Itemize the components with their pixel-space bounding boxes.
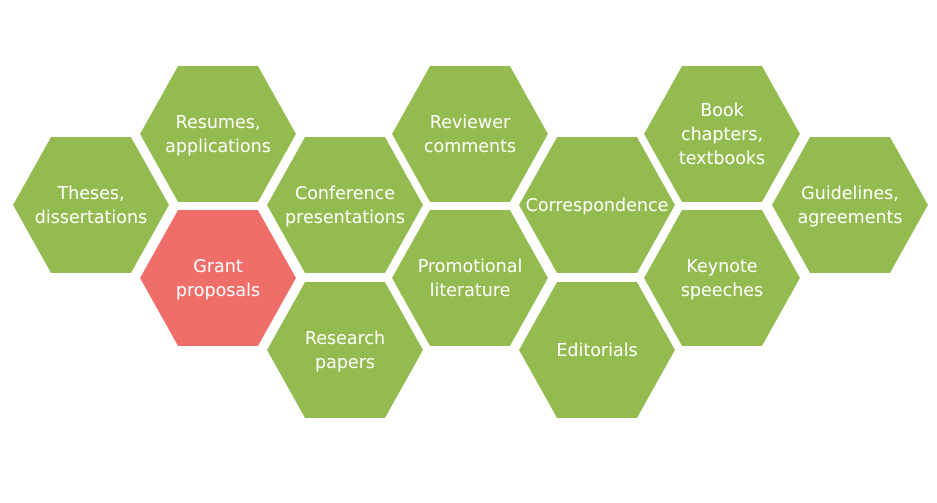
hexagon-editorials: Editorials: [519, 282, 675, 418]
hexagon-shape: [267, 282, 423, 418]
hexagon-label: Grant: [193, 257, 243, 277]
hexagon-label: chapters,: [681, 125, 763, 145]
hexagon-label: comments: [424, 137, 516, 157]
hexagon-label: textbooks: [679, 149, 765, 169]
hexagon-research: Research papers: [267, 282, 423, 418]
hexagon-label: dissertations: [35, 208, 147, 228]
hexagon-resumes: Resumes, applications: [140, 66, 296, 202]
hexagon-label: Book: [700, 101, 744, 121]
hexagon-shape: [267, 137, 423, 273]
hexagon-shape: [519, 137, 675, 273]
hexagon-shape: [519, 282, 675, 418]
hexagon-conference: Conference presentations: [267, 137, 423, 273]
hexagon-label: Correspondence: [526, 196, 669, 216]
hexagon-label: Resumes,: [176, 113, 261, 133]
hexagon-label: presentations: [285, 208, 405, 228]
hexagon-label: literature: [430, 281, 511, 301]
hexagon-label: Keynote: [686, 257, 757, 277]
hexagon-correspondence: Correspondence: [519, 137, 675, 273]
hexagon-keynote: Keynote speeches: [644, 210, 800, 346]
hexagon-label: Theses,: [56, 184, 124, 204]
hexagon-grant: Grant proposals: [140, 210, 296, 346]
hexagon-label: Guidelines,: [801, 184, 899, 204]
hexagon-label: papers: [315, 353, 375, 373]
hexagon-label: proposals: [176, 281, 260, 301]
hexagon-label: Promotional: [418, 257, 523, 277]
hexagon-shape: [644, 66, 800, 202]
hexagon-guidelines: Guidelines, agreements: [772, 137, 928, 273]
hexagon-shape: [140, 66, 296, 202]
hexagon-label: speeches: [681, 281, 763, 301]
hexagon-reviewer: Reviewer comments: [392, 66, 548, 202]
hexagon-promotional: Promotional literature: [392, 210, 548, 346]
hexagon-shape: [13, 137, 169, 273]
hexagon-label: Reviewer: [430, 113, 511, 133]
hexagon-shape: [140, 210, 296, 346]
hexagon-label: Research: [305, 329, 385, 349]
hexagon-label: Conference: [295, 184, 395, 204]
hexagon-label: agreements: [797, 208, 902, 228]
hexagon-shape: [644, 210, 800, 346]
hexagon-book: Book chapters, textbooks: [644, 66, 800, 202]
hexagon-label: applications: [165, 137, 271, 157]
hexagon-shape: [772, 137, 928, 273]
hexagon-label: Editorials: [556, 341, 637, 361]
hexagon-shape: [392, 210, 548, 346]
hexagon-shape: [392, 66, 548, 202]
hexagon-theses: Theses, dissertations: [13, 137, 169, 273]
